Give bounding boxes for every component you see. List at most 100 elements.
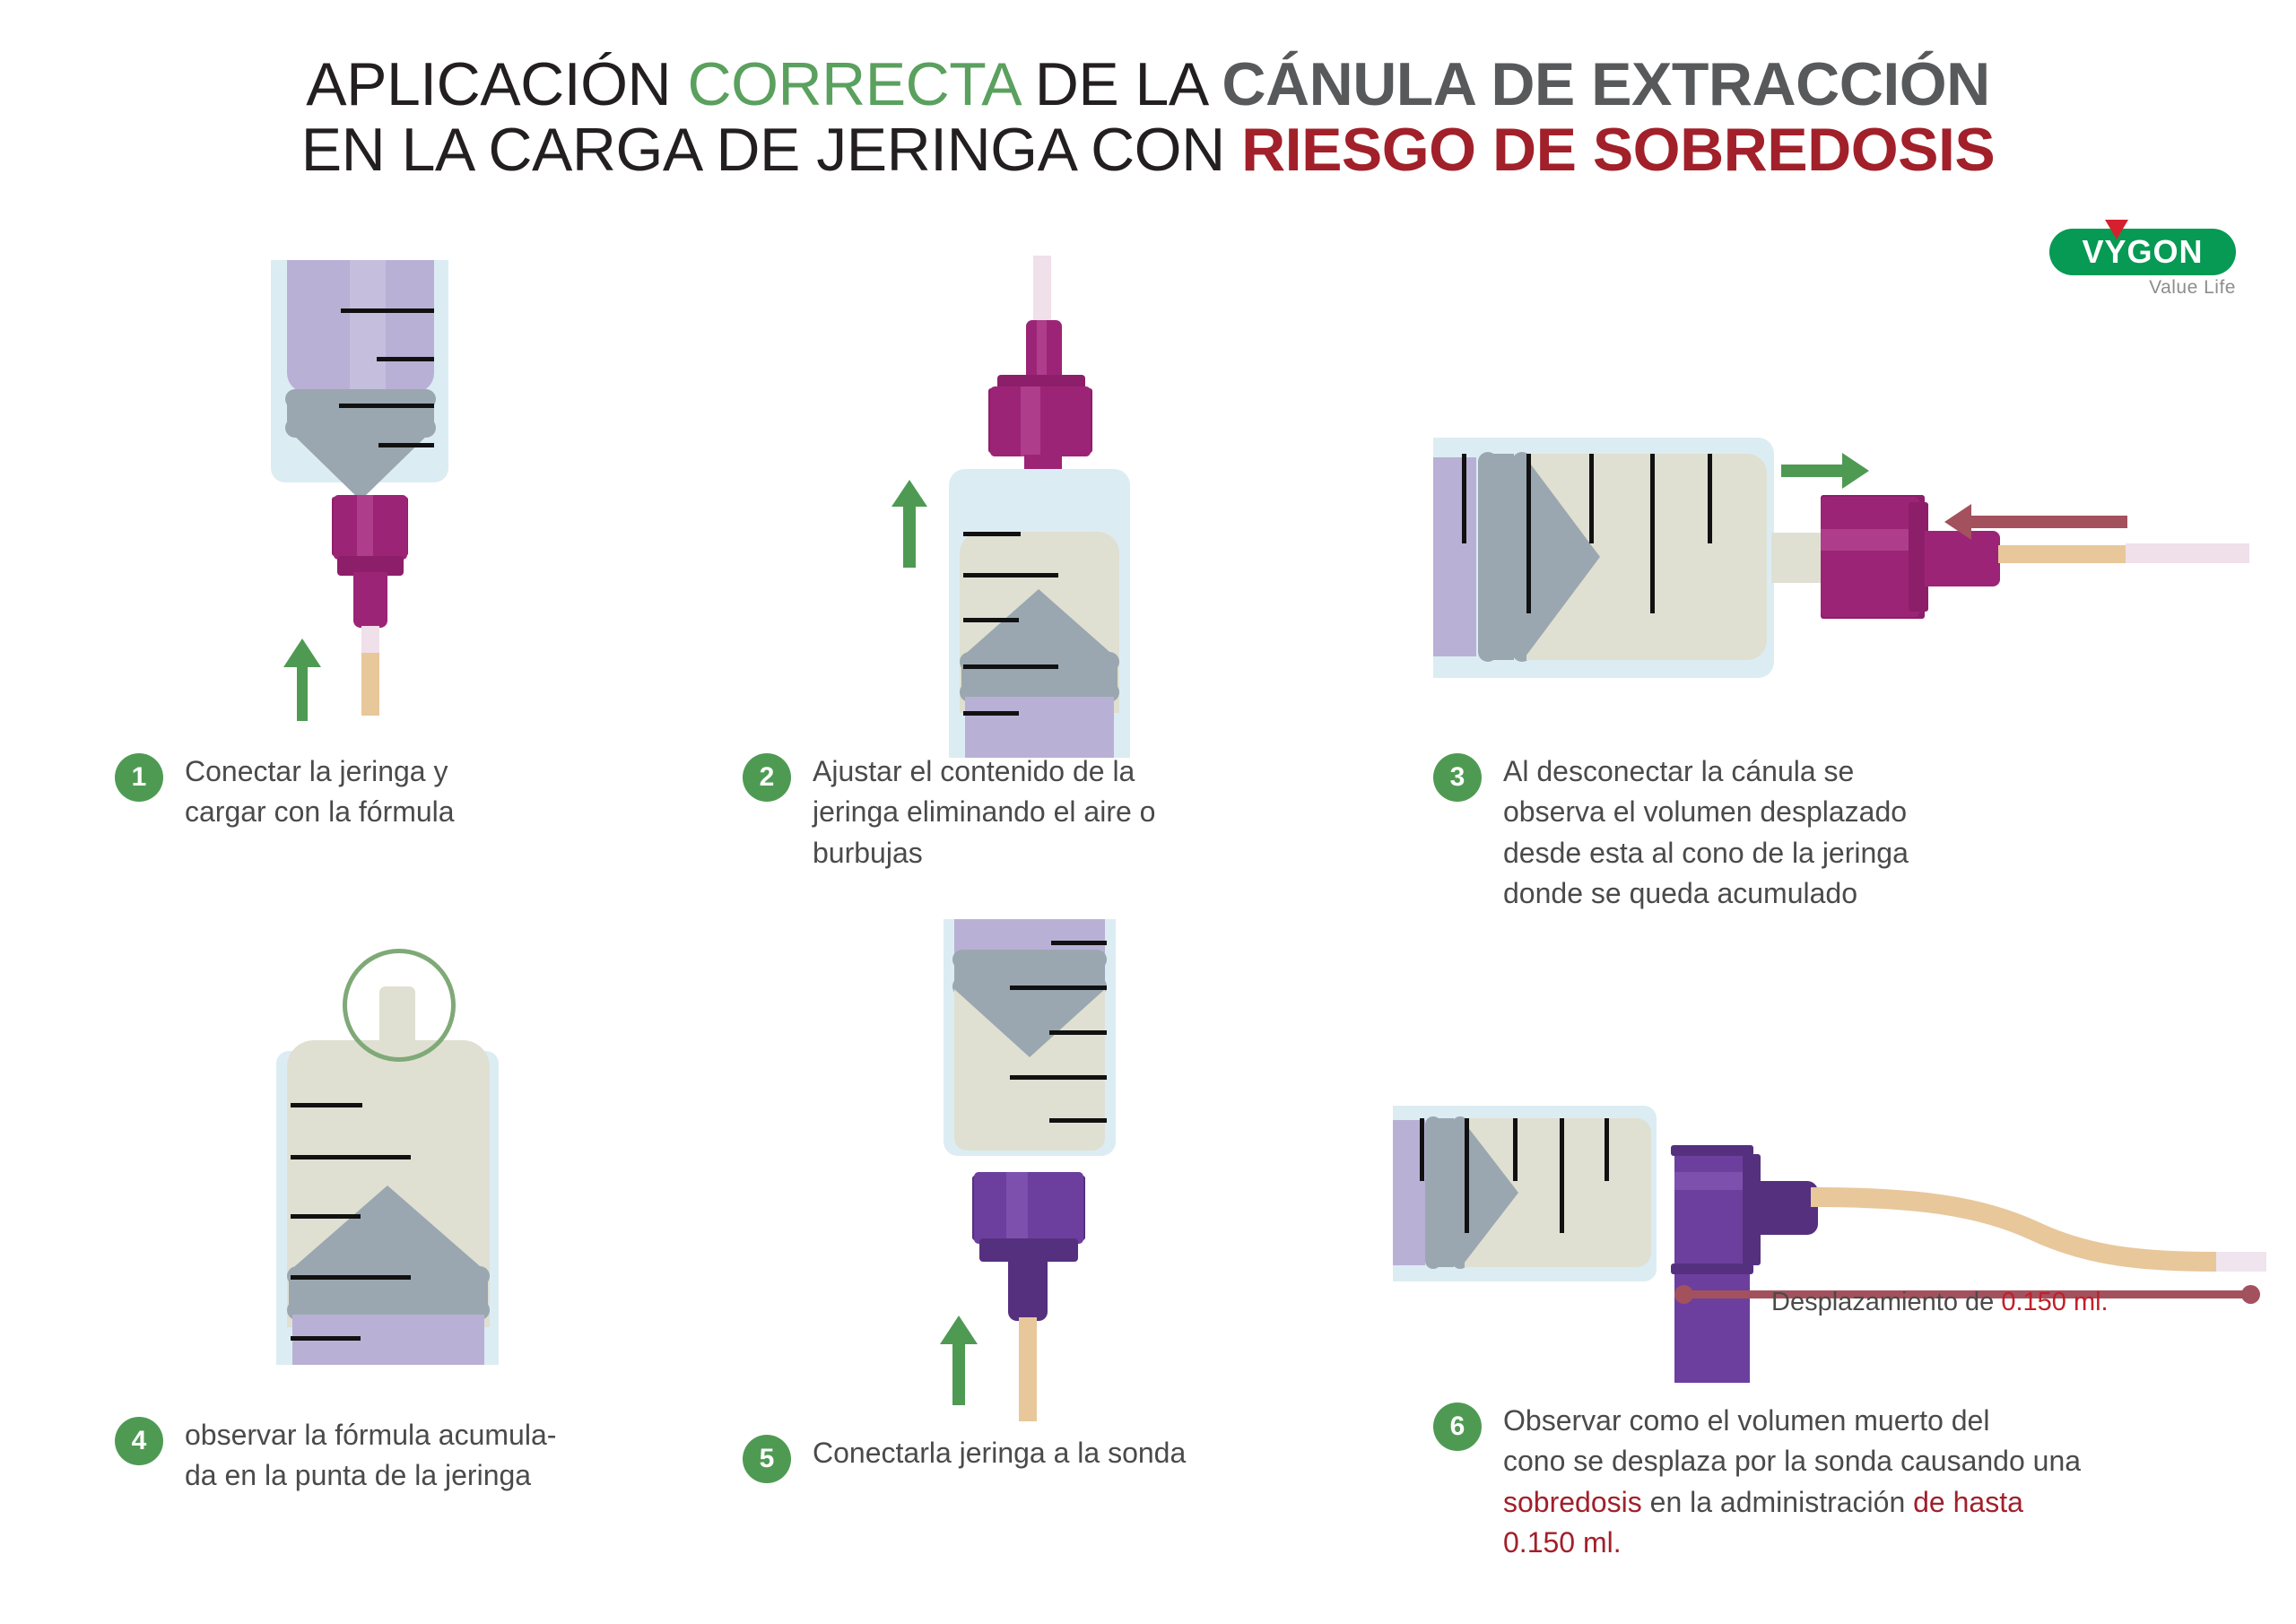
graduation-mark	[1462, 454, 1466, 543]
graduation-mark	[291, 1336, 361, 1341]
step-caption-text: Observar como el volumen muerto del cono…	[1503, 1401, 2081, 1564]
title-line-2: EN LA CARGA DE JERINGA CON RIESGO DE SOB…	[0, 117, 2296, 183]
graduation-mark	[1589, 454, 1594, 543]
step-number-badge: 3	[1433, 753, 1482, 802]
step-number-badge: 6	[1433, 1403, 1482, 1451]
illustration-step-6	[1386, 1099, 2283, 1383]
tube-connector	[361, 626, 379, 656]
caption-step-2: 2 Ajustar el contenido de la jeringa eli…	[743, 751, 1335, 873]
title-segment-aplicacion: APLICACIÓN	[306, 50, 688, 118]
step6-highlight-sobredosis: sobredosis	[1503, 1485, 1642, 1518]
graduation-mark	[341, 308, 434, 313]
graduation-mark	[1708, 454, 1712, 543]
feeding-tube-curved	[1811, 1187, 2266, 1272]
graduation-mark	[291, 1103, 362, 1107]
graduation-mark	[291, 1275, 411, 1280]
page-title: APLICACIÓN CORRECTA DE LA CÁNULA DE EXTR…	[0, 50, 2296, 184]
graduation-mark	[1465, 1118, 1469, 1233]
step-number-badge: 5	[743, 1435, 791, 1483]
connector-highlight	[1674, 1172, 1750, 1190]
title-segment-carga: EN LA CARGA DE JERINGA CON	[300, 116, 1242, 185]
cannula-hub	[990, 386, 1091, 456]
step6-text-before: Observar como el volumen muerto del cono…	[1503, 1404, 2082, 1478]
caption-step-1: 1 Conectar la jeringa y cargar con la fó…	[115, 751, 689, 833]
illustration-step-2	[888, 256, 1193, 758]
measurement-value: 0.150 ml.	[2001, 1288, 2109, 1316]
feeding-tube	[1019, 1317, 1037, 1421]
title-segment-canula: CÁNULA DE EXTRACCIÓN	[1222, 50, 1990, 118]
graduation-mark	[1526, 454, 1531, 613]
title-segment-correcta: CORRECTA	[687, 50, 1019, 118]
cannula-hub-highlight	[1821, 529, 1919, 551]
arrow-right-icon	[1781, 453, 1869, 489]
step-caption-text: observar la fórmula acumula- da en la pu…	[185, 1419, 557, 1492]
cannula-hub-highlight	[357, 495, 373, 560]
cannula-hub-highlight	[1021, 386, 1040, 456]
caption-step-4: 4 observar la fórmula acumula- da en la …	[115, 1415, 689, 1497]
logo-triangle-icon	[2105, 220, 2128, 239]
title-segment-riesgo: RIESGO DE SOBREDOSIS	[1241, 116, 1996, 185]
connector-ring-top	[1671, 1145, 1753, 1156]
connector-neck	[1757, 1181, 1818, 1235]
measurement-label-text: Desplazamiento de	[1771, 1288, 2002, 1316]
piston-cone	[961, 589, 1116, 657]
illustration-step-3	[1426, 413, 2287, 708]
syringe-plunger	[287, 260, 434, 393]
measure-dot-right	[2241, 1285, 2260, 1304]
cannula-neck	[353, 572, 387, 628]
graduation-mark	[1650, 454, 1655, 613]
connector-neck	[1008, 1256, 1048, 1321]
measurement-label: Desplazamiento de 0.150 ml.	[1771, 1288, 2109, 1317]
step-caption-text: Ajustar el contenido de la jeringa elimi…	[813, 755, 1156, 869]
cannula-hub-collar	[337, 556, 404, 576]
step-number-badge: 4	[115, 1417, 163, 1465]
cannula-neck	[1925, 531, 2000, 586]
illustration-step-5	[897, 919, 1202, 1421]
graduation-mark	[1420, 1118, 1424, 1181]
connector-highlight	[1006, 1172, 1028, 1244]
highlight-circle	[343, 949, 456, 1062]
graduation-mark	[1049, 1118, 1107, 1123]
graduation-mark	[963, 618, 1019, 622]
cannula-hub	[1821, 497, 1919, 617]
measurement-indicator	[1674, 1285, 2265, 1307]
caption-step-3: 3 Al desconectar la cánula se observa el…	[1433, 751, 2178, 915]
illustration-step-4	[260, 933, 565, 1381]
measure-bar	[1683, 1290, 2248, 1298]
graduation-mark	[339, 404, 434, 408]
graduation-mark	[291, 1155, 411, 1159]
arrow-up-icon	[283, 638, 321, 721]
connector-hub	[974, 1172, 1083, 1244]
graduation-mark	[1513, 1118, 1518, 1181]
cannula-tip	[1024, 455, 1062, 473]
piston-cone-overlay	[1523, 454, 1600, 660]
plunger-highlight	[350, 260, 386, 393]
logo-pill-shape	[2049, 229, 2236, 275]
arrow-up-icon	[940, 1316, 978, 1405]
title-line-1: APLICACIÓN CORRECTA DE LA CÁNULA DE EXTR…	[0, 50, 2296, 118]
syringe-plunger	[954, 919, 1105, 955]
graduation-mark	[291, 1214, 361, 1219]
feeding-tube	[1033, 256, 1051, 326]
piston-body	[1487, 454, 1514, 660]
syringe-nozzle	[1771, 533, 1825, 583]
step-caption-text: Conectarla jeringa a la sonda	[813, 1437, 1187, 1469]
caption-step-6: 6 Observar como el volumen muerto del co…	[1433, 1401, 2213, 1564]
cannula-neck-highlight	[1037, 320, 1047, 381]
piston-body	[1432, 1118, 1454, 1267]
tube-connector	[2126, 543, 2249, 563]
piston-cone-overlay	[1461, 1118, 1518, 1267]
vygon-logo: VYGON Value Life	[2049, 218, 2256, 317]
graduation-mark	[377, 357, 434, 361]
step6-text-mid: en la administración	[1641, 1485, 1914, 1518]
piston-cone	[289, 1185, 486, 1272]
graduation-mark	[1049, 1030, 1107, 1035]
connector-hub	[1674, 1148, 1750, 1273]
graduation-mark	[1560, 1118, 1564, 1233]
logo-wordmark: VYGON	[2082, 233, 2204, 270]
connector-collar	[1743, 1154, 1761, 1265]
arrow-left-icon	[1944, 504, 2127, 540]
feeding-tube	[361, 653, 379, 716]
cannula-hub-collar	[1909, 502, 1928, 612]
graduation-mark	[963, 573, 1058, 578]
